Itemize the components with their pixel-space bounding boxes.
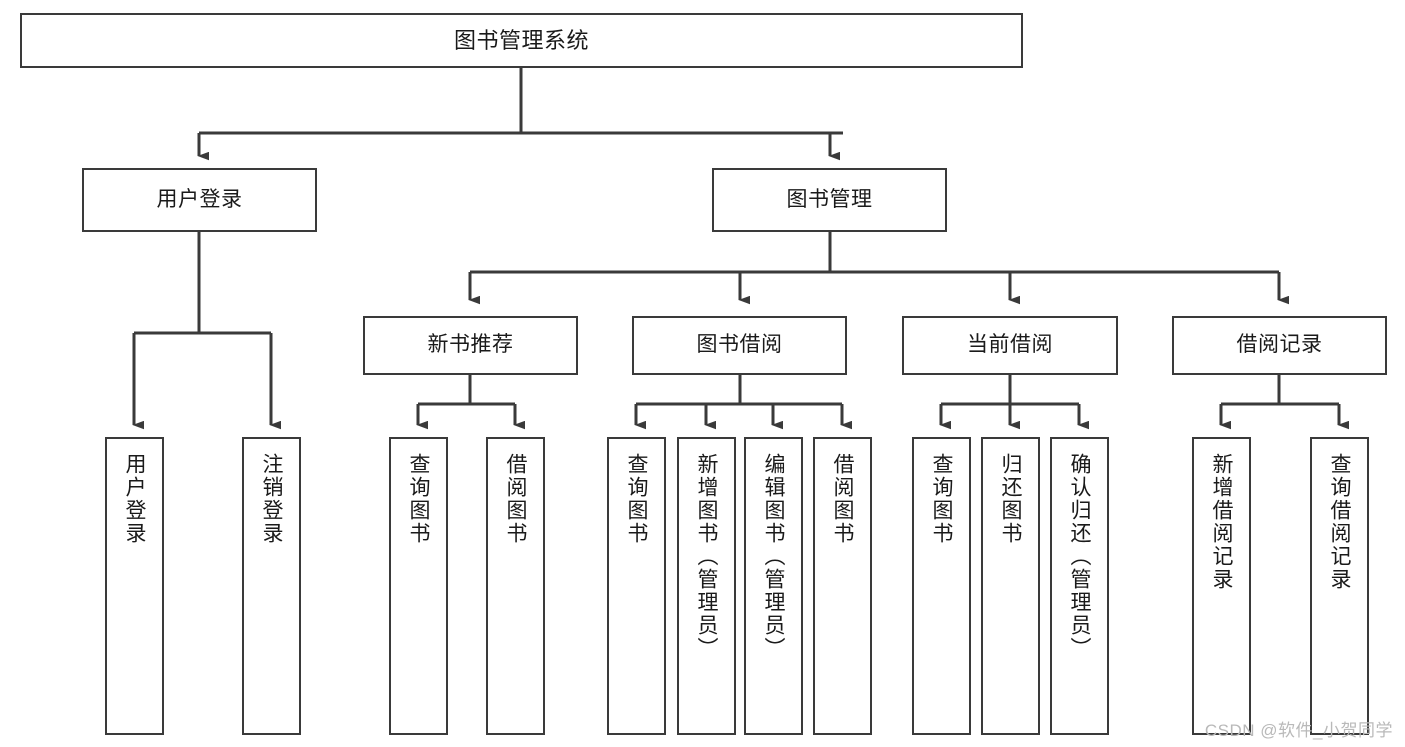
node-label: 用户登录 xyxy=(123,453,146,545)
leaf-query-book-borrow[interactable]: 查询图书 xyxy=(607,437,666,735)
node-label: 查询借阅记录 xyxy=(1328,453,1351,591)
node-label: 查询图书 xyxy=(407,453,430,545)
leaf-edit-book-admin[interactable]: 编辑图书（管理员） xyxy=(744,437,803,735)
leaf-user-login[interactable]: 用户登录 xyxy=(105,437,164,735)
leaf-return-book[interactable]: 归还图书 xyxy=(981,437,1040,735)
node-label: 查询图书 xyxy=(930,453,953,545)
node-label: 用户登录 xyxy=(156,187,243,211)
leaf-borrow-book-recommend[interactable]: 借阅图书 xyxy=(486,437,545,735)
csdn-watermark: CSDN @软件_小贺同学 xyxy=(1204,721,1393,740)
node-label: 当前借阅 xyxy=(967,333,1053,357)
leaf-add-borrow-record[interactable]: 新增借阅记录 xyxy=(1192,437,1251,735)
node-label: 编辑图书（管理员） xyxy=(762,453,785,660)
node-label: 查询图书 xyxy=(625,453,648,545)
leaf-add-book-admin[interactable]: 新增图书（管理员） xyxy=(677,437,736,735)
node-label: 确认归还（管理员） xyxy=(1068,453,1091,660)
node-label: 借阅图书 xyxy=(831,453,854,545)
node-label: 注销登录 xyxy=(260,453,283,545)
node-label: 新增借阅记录 xyxy=(1210,453,1233,591)
node-book-borrow[interactable]: 图书借阅 xyxy=(632,316,847,375)
node-label: 新书推荐 xyxy=(427,333,514,357)
node-user-login[interactable]: 用户登录 xyxy=(82,168,317,232)
leaf-query-book-current[interactable]: 查询图书 xyxy=(912,437,971,735)
node-current-borrow[interactable]: 当前借阅 xyxy=(902,316,1118,375)
node-book-management[interactable]: 图书管理 xyxy=(712,168,947,232)
node-label: 图书管理 xyxy=(786,187,873,211)
node-label: 图书管理系统 xyxy=(453,27,589,53)
leaf-borrow-book[interactable]: 借阅图书 xyxy=(813,437,872,735)
node-label: 新增图书（管理员） xyxy=(695,453,718,660)
node-label: 借阅图书 xyxy=(504,453,527,545)
leaf-query-borrow-record[interactable]: 查询借阅记录 xyxy=(1310,437,1369,735)
node-label: 借阅记录 xyxy=(1236,333,1323,357)
leaf-logout[interactable]: 注销登录 xyxy=(242,437,301,735)
node-root-book-management-system[interactable]: 图书管理系统 xyxy=(20,13,1023,68)
leaf-confirm-return-admin[interactable]: 确认归还（管理员） xyxy=(1050,437,1109,735)
node-new-book-recommend[interactable]: 新书推荐 xyxy=(363,316,578,375)
leaf-query-book-recommend[interactable]: 查询图书 xyxy=(389,437,448,735)
node-label: 图书借阅 xyxy=(696,333,783,357)
node-borrow-record[interactable]: 借阅记录 xyxy=(1172,316,1387,375)
node-label: 归还图书 xyxy=(999,453,1022,545)
